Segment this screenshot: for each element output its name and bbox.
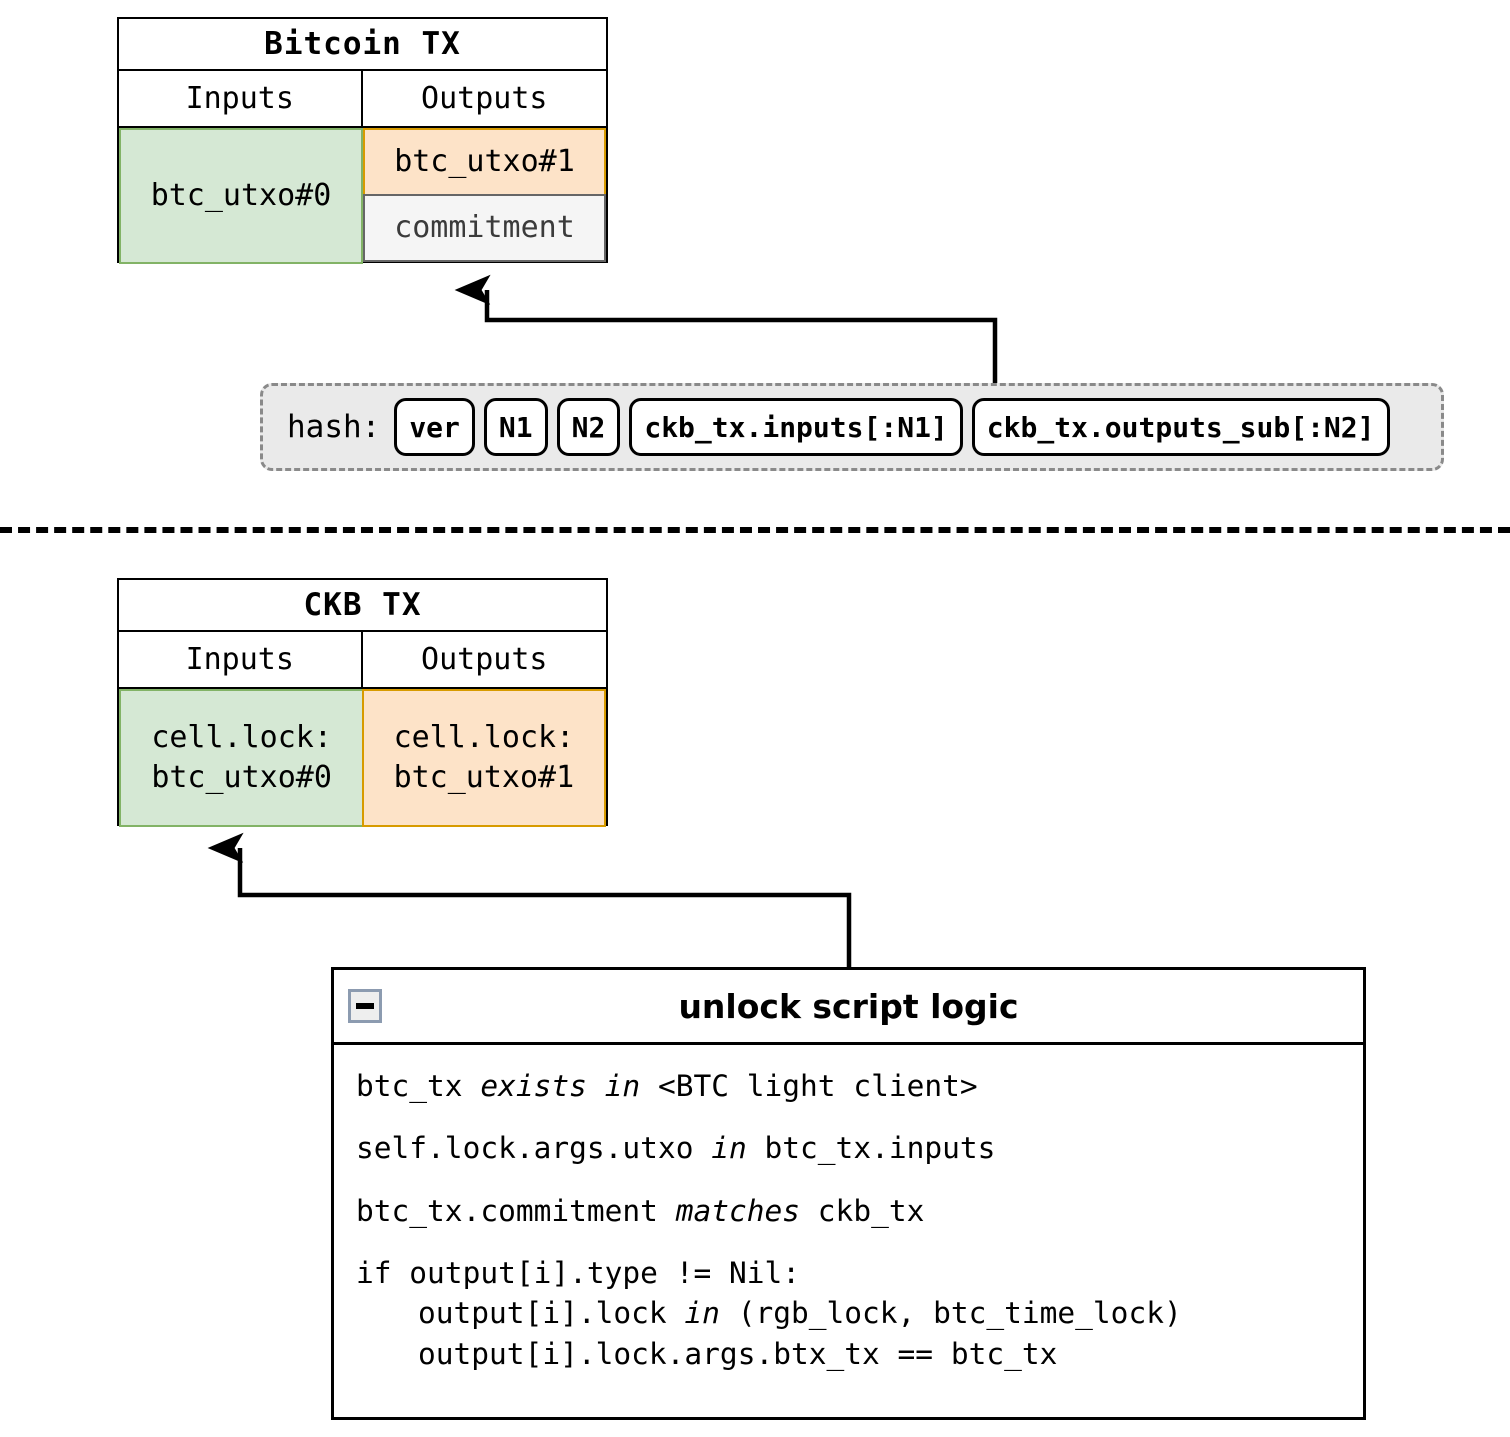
script-line-lock-args: output[i].lock.args.btx_tx == btc_tx	[356, 1335, 1363, 1373]
arrow-unlock-to-ckb-input	[240, 848, 852, 967]
ckb-tx-body: cell.lock: btc_utxo#0 cell.lock: btc_utx…	[119, 689, 606, 827]
ckb-tx-outputs-header: Outputs	[421, 642, 548, 677]
bitcoin-tx-column-headers: Inputs Outputs	[119, 71, 606, 128]
script-keyword: in	[711, 1131, 747, 1166]
script-text: self.lock.args.utxo	[356, 1131, 712, 1166]
hash-label: hash:	[287, 409, 381, 445]
unlock-script-body: btc_tx exists in <BTC light client> self…	[334, 1045, 1363, 1373]
bitcoin-tx-body: btc_utxo#0 btc_utxo#1 commitment	[119, 128, 606, 264]
script-line-if-type: if output[i].type != Nil:	[356, 1254, 1363, 1292]
bitcoin-tx-table: Bitcoin TX Inputs Outputs btc_utxo#0 btc…	[117, 17, 608, 264]
bitcoin-tx-commitment-cell: commitment	[363, 193, 606, 262]
script-text: btc_tx.commitment	[356, 1193, 676, 1228]
chain-divider	[0, 527, 1510, 533]
script-text: if output[i].type != Nil:	[356, 1256, 801, 1291]
ckb-tx-output-cell: cell.lock: btc_utxo#1	[361, 689, 606, 827]
hash-chip-ver: ver	[394, 398, 475, 456]
script-keyword: matches	[675, 1193, 801, 1228]
script-text: btc_tx.inputs	[746, 1131, 996, 1166]
unlock-script-title: unlock script logic	[678, 986, 1019, 1026]
script-text: output[i].lock	[418, 1296, 685, 1331]
ckb-tx-column-headers: Inputs Outputs	[119, 632, 606, 689]
ckb-tx-input-cell: cell.lock: btc_utxo#0	[119, 689, 365, 827]
script-text: (rgb_lock, btc_time_lock)	[719, 1296, 1182, 1331]
unlock-script-box: unlock script logic btc_tx exists in <BT…	[331, 967, 1366, 1420]
bitcoin-tx-output-cell: btc_utxo#1	[363, 128, 606, 196]
script-keyword: in	[684, 1296, 720, 1331]
hash-chip-n2: N2	[556, 398, 621, 456]
script-line-exists: btc_tx exists in <BTC light client>	[356, 1067, 1363, 1105]
minus-square-icon[interactable]	[348, 989, 382, 1023]
script-keyword: exists in	[480, 1069, 641, 1103]
bitcoin-tx-title: Bitcoin TX	[119, 19, 606, 71]
script-text: btc_tx	[356, 1069, 481, 1103]
script-text: ckb_tx	[800, 1193, 925, 1228]
ckb-tx-table: CKB TX Inputs Outputs cell.lock: btc_utx…	[117, 578, 608, 827]
script-line-utxo-in-inputs: self.lock.args.utxo in btc_tx.inputs	[356, 1129, 1363, 1167]
ckb-tx-inputs-header: Inputs	[119, 632, 363, 687]
hash-chip-ckb-outputs-sub: ckb_tx.outputs_sub[:N2]	[971, 398, 1390, 456]
hash-chip-ckb-inputs: ckb_tx.inputs[:N1]	[629, 398, 963, 456]
arrow-hash-to-commitment	[487, 290, 998, 383]
bitcoin-tx-input-cell: btc_utxo#0	[119, 128, 364, 264]
script-line-commitment-matches: btc_tx.commitment matches ckb_tx	[356, 1192, 1363, 1230]
script-line-lock-in: output[i].lock in (rgb_lock, btc_time_lo…	[356, 1294, 1363, 1332]
ckb-tx-title: CKB TX	[119, 580, 606, 632]
commitment-hash-strip: hash: ver N1 N2 ckb_tx.inputs[:N1] ckb_t…	[260, 383, 1444, 471]
script-text: <BTC light client>	[640, 1069, 978, 1103]
unlock-script-header: unlock script logic	[334, 970, 1363, 1045]
bitcoin-tx-inputs-header: Inputs	[119, 71, 363, 126]
hash-chip-n1: N1	[483, 398, 548, 456]
minus-glyph	[356, 1003, 374, 1009]
bitcoin-tx-output-stack: btc_utxo#1 commitment	[363, 128, 606, 264]
script-text: output[i].lock.args.btx_tx == btc_tx	[418, 1336, 1058, 1371]
bitcoin-tx-outputs-header: Outputs	[421, 81, 548, 116]
